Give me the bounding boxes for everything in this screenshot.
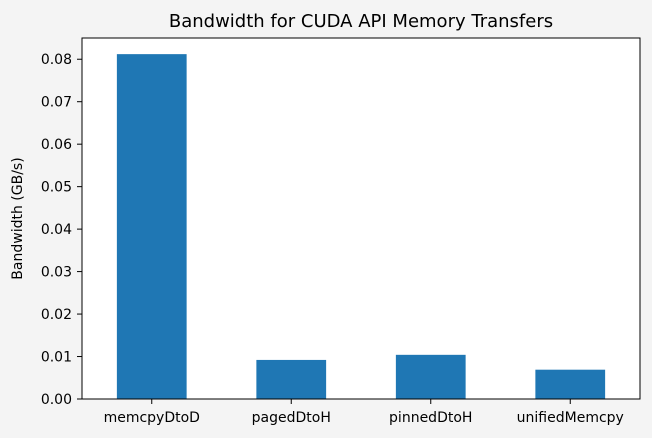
y-tick-label: 0.05 bbox=[41, 180, 72, 196]
y-tick-label: 0.03 bbox=[41, 265, 72, 281]
chart-title: Bandwidth for CUDA API Memory Transfers bbox=[169, 11, 553, 32]
bars bbox=[116, 54, 606, 399]
y-axis-label: Bandwidth (GB/s) bbox=[10, 157, 26, 279]
y-tick-label: 0.06 bbox=[41, 137, 72, 153]
bar-unifiedMemcpy bbox=[535, 369, 606, 399]
x-tick-label: unifiedMemcpy bbox=[517, 410, 624, 426]
x-tick-label: pagedDtoH bbox=[252, 410, 331, 426]
bar-pagedDtoH bbox=[256, 359, 327, 399]
x-axis: memcpyDtoD pagedDtoH pinnedDtoH unifiedMemc… bbox=[104, 399, 624, 426]
y-tick-label: 0.04 bbox=[41, 222, 72, 238]
y-tick-label: 0.08 bbox=[41, 52, 72, 68]
y-tick-label: 0.00 bbox=[41, 392, 72, 408]
y-axis: 0.00 0.01 0.02 0.03 0.04 0.05 0.06 0.07 0.08 bbox=[41, 52, 82, 408]
x-tick-label: memcpyDtoD bbox=[104, 410, 200, 426]
bar-memcpyDtoD bbox=[116, 54, 187, 399]
y-tick-label: 0.02 bbox=[41, 307, 72, 323]
y-tick-label: 0.01 bbox=[41, 350, 72, 366]
y-tick-label: 0.07 bbox=[41, 95, 72, 111]
bar-pinnedDtoH bbox=[395, 354, 466, 399]
plot-frame bbox=[81, 37, 641, 400]
x-tick-label: pinnedDtoH bbox=[389, 410, 472, 426]
